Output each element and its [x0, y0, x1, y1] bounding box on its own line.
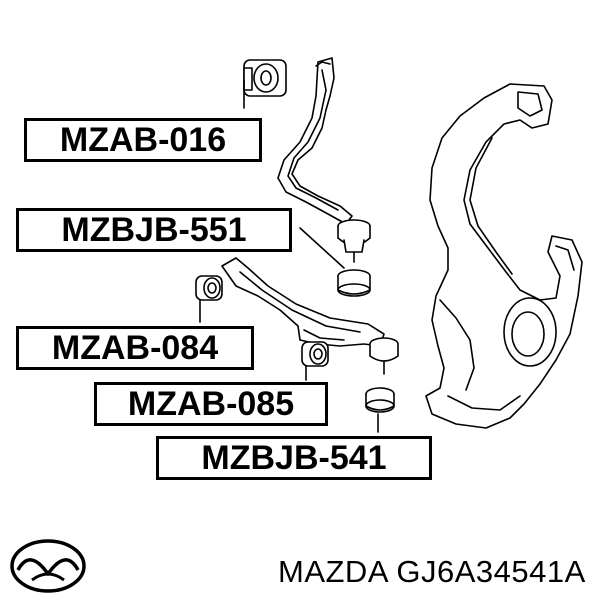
label-mzbjb-551: MZBJB-551: [16, 208, 292, 252]
bushing-mzab-085-drawing: [301, 341, 329, 367]
brand-part-number-caption: MAZDA GJ6A34541A: [278, 554, 586, 589]
boot-mzbjb-551-drawing: [337, 269, 371, 297]
label-mzab-016: MZAB-016: [24, 118, 262, 162]
label-mzbjb-541: MZBJB-541: [156, 436, 432, 480]
ball-joint-mzbjb-541-drawing: [369, 337, 399, 375]
label-mzab-085: MZAB-085: [94, 382, 328, 426]
steering-knuckle-drawing: [425, 83, 583, 429]
ball-joint-mzbjb-551-drawing: [337, 219, 371, 263]
boot-mzbjb-541-drawing: [365, 387, 395, 413]
label-mzab-084: MZAB-084: [16, 326, 254, 370]
mazda-logo-icon: [10, 539, 86, 593]
suspension-diagram: [195, 57, 583, 433]
upper-control-arm-drawing: [277, 57, 353, 225]
bushing-mzab-084-drawing: [195, 275, 223, 301]
bushing-mzab-016-drawing: [243, 59, 287, 97]
